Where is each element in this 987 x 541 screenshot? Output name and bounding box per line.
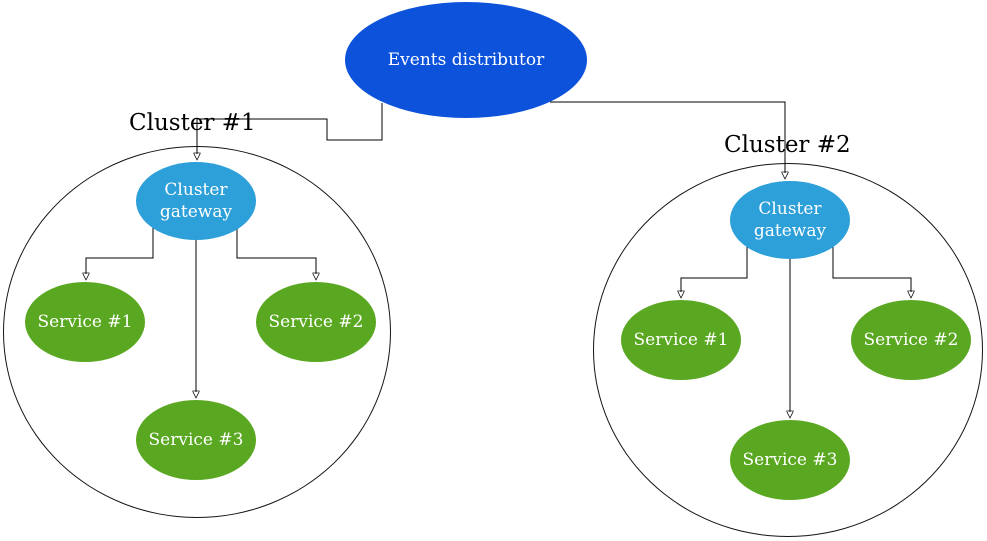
cluster2-gateway-label-line1: Cluster <box>758 198 822 219</box>
cluster1-gateway-label-line2: gateway <box>159 202 233 222</box>
cluster2-service2-node: Service #2 <box>851 300 971 380</box>
cluster2-gateway-label-line2: gateway <box>753 221 827 241</box>
cluster2-service3-node: Service #3 <box>730 420 850 500</box>
cluster1-service3-node: Service #3 <box>136 400 256 480</box>
cluster2-boundary <box>593 163 983 537</box>
cluster1-gateway-label-line1: Cluster <box>164 179 228 200</box>
cluster1-boundary <box>3 146 391 518</box>
cluster2-title: Cluster #2 <box>724 132 851 158</box>
cluster1-service1-label: Service #1 <box>37 311 133 332</box>
cluster1-service2-label: Service #2 <box>268 311 364 332</box>
events-distributor-node: Events distributor <box>345 2 587 118</box>
events-distributor-label: Events distributor <box>387 49 545 70</box>
cluster2-service3-label: Service #3 <box>742 449 838 470</box>
cluster1-gateway-node: Cluster gateway <box>136 162 256 240</box>
cluster1-title: Cluster #1 <box>129 110 256 136</box>
cluster2-gateway-node: Cluster gateway <box>730 181 850 259</box>
cluster1-service1-node: Service #1 <box>25 282 145 362</box>
cluster2-service2-label: Service #2 <box>863 329 959 350</box>
cluster1-service3-label: Service #3 <box>148 429 244 450</box>
cluster2-service1-label: Service #1 <box>633 329 729 350</box>
cluster2-service1-node: Service #1 <box>621 300 741 380</box>
cluster1-service2-node: Service #2 <box>256 282 376 362</box>
